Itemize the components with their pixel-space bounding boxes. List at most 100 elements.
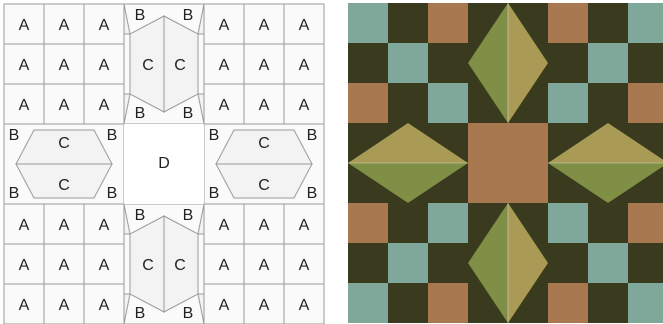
label-a: A	[19, 97, 30, 114]
label-b: B	[135, 207, 146, 224]
quilt-square	[428, 243, 468, 283]
quilt-square	[388, 43, 428, 83]
quilt-square	[388, 243, 428, 283]
label-a: A	[299, 17, 310, 34]
label-d: D	[158, 155, 170, 172]
label-a: A	[99, 217, 110, 234]
quilt-square	[348, 43, 388, 83]
quilt-square	[588, 43, 628, 83]
quilt-square	[628, 203, 663, 243]
label-a: A	[99, 297, 110, 314]
quilt-square	[388, 283, 428, 323]
label-b: B	[307, 185, 318, 202]
label-a: A	[299, 297, 310, 314]
label-c: C	[174, 257, 186, 274]
label-a: A	[59, 257, 70, 274]
quilt-square	[388, 203, 428, 243]
label-b: B	[9, 127, 20, 144]
horizontal-diamond	[548, 123, 663, 203]
quilt-square	[428, 3, 468, 43]
label-a: A	[59, 57, 70, 74]
label-a: A	[99, 257, 110, 274]
quilt-square	[628, 243, 663, 283]
quilt-square	[588, 83, 628, 123]
label-b: B	[107, 185, 118, 202]
label-c: C	[258, 135, 270, 152]
quilt-square	[548, 3, 588, 43]
quilt-square	[348, 243, 388, 283]
label-a: A	[259, 97, 270, 114]
label-b: B	[183, 305, 194, 322]
quilt-square	[548, 43, 588, 83]
label-a: A	[19, 257, 30, 274]
quilt-square	[428, 283, 468, 323]
label-a: A	[299, 57, 310, 74]
label-b: B	[9, 185, 20, 202]
quilt-square	[548, 203, 588, 243]
quilt-square	[628, 3, 663, 43]
label-a: A	[99, 17, 110, 34]
label-a: A	[59, 17, 70, 34]
quilt-square	[548, 243, 588, 283]
colored-quilt-block	[348, 3, 663, 323]
vertical-c-unit: B B B B C C	[124, 204, 204, 324]
quilt-square	[548, 283, 588, 323]
quilt-square	[588, 283, 628, 323]
label-b: B	[209, 127, 220, 144]
label-a: A	[19, 57, 30, 74]
vertical-diamond	[468, 3, 548, 123]
quilt-square	[428, 83, 468, 123]
quilt-square	[348, 3, 388, 43]
label-a: A	[59, 297, 70, 314]
quilt-square	[348, 83, 388, 123]
label-a: A	[299, 217, 310, 234]
quilt-square	[588, 3, 628, 43]
label-a: A	[299, 257, 310, 274]
label-b: B	[135, 305, 146, 322]
vertical-diamond	[468, 203, 548, 323]
quilt-square	[428, 203, 468, 243]
label-a: A	[219, 97, 230, 114]
label-b: B	[135, 7, 146, 24]
label-c: C	[142, 57, 154, 74]
label-b: B	[107, 127, 118, 144]
label-b: B	[135, 105, 146, 122]
label-a: A	[219, 217, 230, 234]
label-a: A	[219, 57, 230, 74]
label-a: A	[259, 57, 270, 74]
label-b: B	[183, 207, 194, 224]
vertical-c-unit: B B B B C C	[124, 4, 204, 124]
label-b: B	[307, 127, 318, 144]
label-a: A	[59, 97, 70, 114]
label-a: A	[259, 257, 270, 274]
quilt-square	[628, 83, 663, 123]
label-b: B	[183, 105, 194, 122]
label-c: C	[142, 257, 154, 274]
quilt-square	[348, 203, 388, 243]
label-b: B	[183, 7, 194, 24]
quilt-square	[588, 243, 628, 283]
label-a: A	[219, 297, 230, 314]
quilt-square	[628, 283, 663, 323]
quilt-square	[588, 203, 628, 243]
label-a: A	[259, 297, 270, 314]
quilt-square	[548, 83, 588, 123]
quilt-center-square	[468, 123, 548, 203]
labeled-block-diagram: AAAAAAAAAAAAAAAAAAAAAAAAAAAAAAAAAAAABBBB…	[4, 4, 324, 324]
quilt-square	[428, 43, 468, 83]
quilt-square	[388, 83, 428, 123]
label-a: A	[99, 57, 110, 74]
label-c: C	[58, 135, 70, 152]
label-a: A	[299, 97, 310, 114]
label-c: C	[174, 57, 186, 74]
label-a: A	[59, 217, 70, 234]
quilt-square	[628, 43, 663, 83]
label-c: C	[258, 177, 270, 194]
horizontal-diamond	[348, 123, 468, 203]
label-a: A	[219, 17, 230, 34]
quilt-square	[388, 3, 428, 43]
label-a: A	[259, 217, 270, 234]
label-a: A	[19, 17, 30, 34]
